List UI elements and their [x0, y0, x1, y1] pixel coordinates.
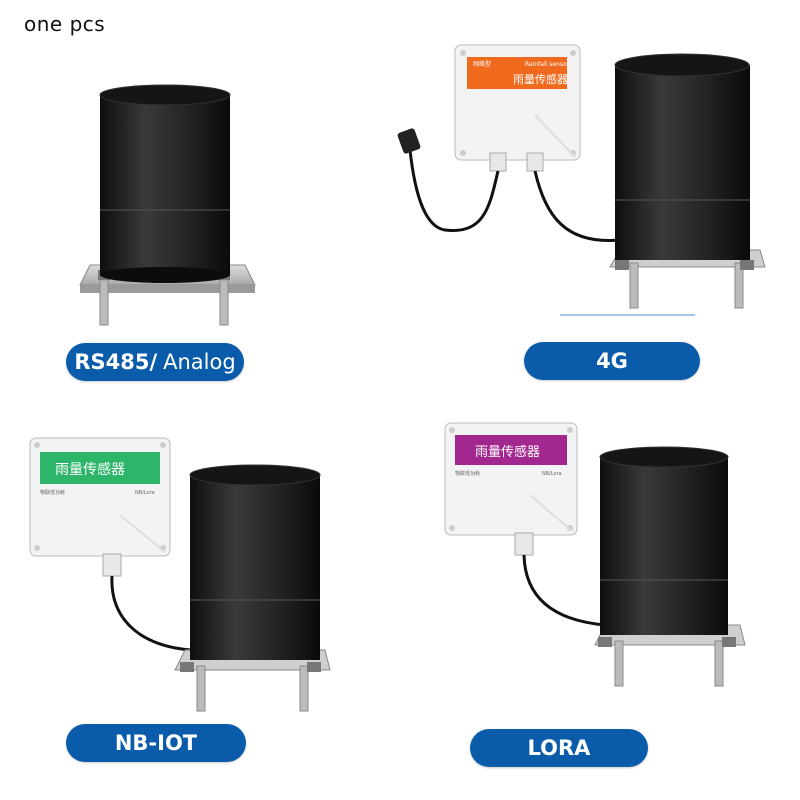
g4-box-tag: 网络型 — [473, 60, 491, 68]
lora-label: LORA — [470, 729, 648, 767]
product-4g: 网络型 Rainfall sensor 雨量传感器 — [395, 35, 785, 320]
lora-label-text: LORA — [527, 736, 591, 760]
analog-label-text: Analog — [163, 350, 236, 374]
caption-text: one pcs — [24, 12, 106, 36]
product-nbiot: 雨量传感器 物联低功耗 NB/Lora — [25, 430, 355, 720]
nbiot-label: NB-IOT — [66, 724, 246, 762]
rain-gauge-nbiot-image: 雨量传感器 物联低功耗 NB/Lora — [29, 437, 331, 712]
lora-box-title-cn: 雨量传感器 — [475, 444, 540, 460]
g4-box-title-cn: 雨量传感器 — [513, 73, 568, 86]
rain-gauge-lora-image: 雨量传感器 物联低功耗 NB/Lora — [444, 422, 746, 687]
rs485-label-text: RS485/ — [74, 350, 158, 374]
lora-box-sub-left: 物联低功耗 — [455, 470, 480, 477]
rain-gauge-image — [79, 84, 256, 326]
nbiot-label-text: NB-IOT — [114, 731, 198, 755]
product-rs485-analog — [70, 70, 270, 340]
g4-box-title-en: Rainfall sensor — [525, 61, 570, 68]
nbiot-box-title-cn: 雨量传感器 — [55, 461, 125, 478]
nbiot-box-sub-left: 物联低功耗 — [40, 489, 65, 496]
rs485-analog-label: RS485/ Analog — [66, 343, 244, 381]
product-lora: 雨量传感器 物联低功耗 NB/Lora — [440, 415, 760, 710]
lora-box-sub-right: NB/Lora — [542, 471, 562, 477]
4g-label-text: 4G — [596, 349, 628, 373]
4g-label: 4G — [524, 342, 700, 380]
nbiot-box-sub-right: NB/Lora — [135, 490, 155, 496]
rain-gauge-4g-image: 网络型 Rainfall sensor 雨量传感器 — [397, 44, 766, 316]
